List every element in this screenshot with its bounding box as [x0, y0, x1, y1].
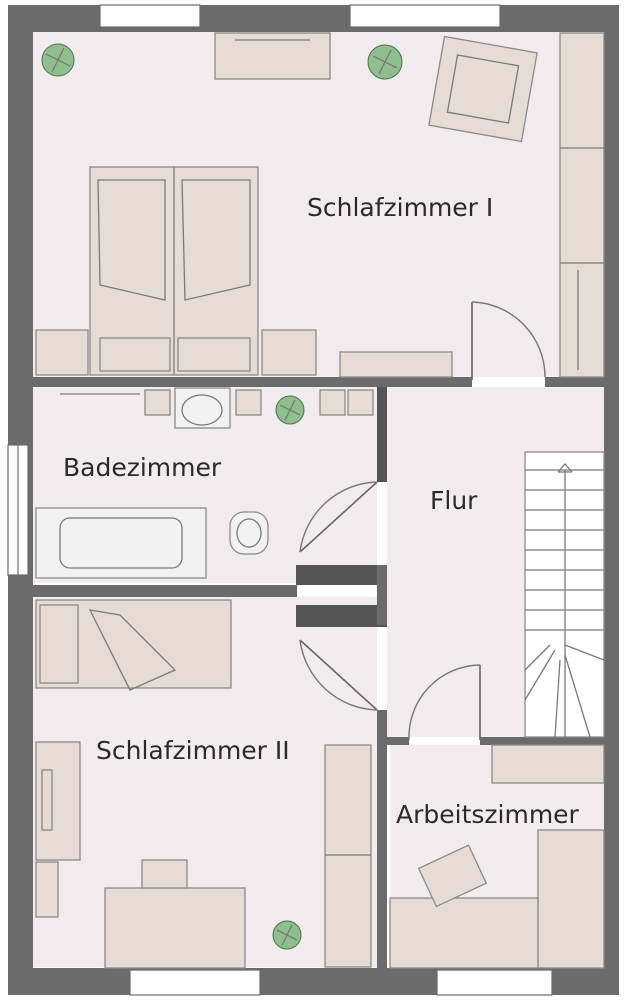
furniture-badezimmer	[35, 387, 374, 579]
toilet	[229, 511, 269, 555]
room-label-schlafzimmer-2: Schlafzimmer II	[96, 736, 290, 765]
arrow-up-icon	[557, 463, 573, 473]
armchair	[428, 35, 538, 143]
plant-icon	[275, 395, 305, 425]
furniture-schlafzimmer-1	[35, 32, 605, 378]
doors	[299, 301, 546, 741]
plant-icon	[41, 43, 75, 77]
room-label-arbeitszimmer: Arbeitszimmer	[396, 800, 580, 829]
window-bottom-right	[436, 969, 553, 996]
furniture-schlafzimmer-2	[35, 599, 372, 969]
cabinet-left	[35, 861, 59, 918]
window-bottom-left	[129, 969, 261, 996]
plant-icon	[367, 44, 403, 80]
window-top-right	[349, 4, 501, 28]
wardrobe	[559, 32, 605, 378]
office-chair	[417, 844, 488, 908]
low-cabinet	[339, 351, 453, 378]
pillow-left	[99, 337, 171, 372]
dresser	[214, 32, 331, 80]
interior-walls	[32, 377, 605, 968]
window-top-left	[99, 4, 201, 28]
door-badezimmer	[299, 481, 378, 553]
work-desk	[389, 897, 539, 969]
room-label-schlafzimmer-1: Schlafzimmer I	[307, 193, 493, 222]
room-label-flur: Flur	[430, 486, 478, 515]
plant-icon	[272, 920, 302, 950]
sideboard	[491, 744, 605, 784]
desk	[104, 887, 246, 969]
staircase	[524, 451, 605, 738]
pillow-right	[177, 337, 251, 372]
furniture-arbeitszimmer	[389, 744, 605, 969]
door-schlafzimmer-1	[471, 301, 546, 380]
room-label-badezimmer: Badezimmer	[63, 453, 222, 482]
nightstand-left	[35, 329, 89, 376]
wardrobe-right	[324, 744, 372, 968]
windows	[7, 4, 553, 996]
desk-chair	[141, 859, 188, 889]
door-schlafzimmer-2	[299, 639, 378, 711]
cabinet-right	[537, 829, 605, 969]
door-arbeitszimmer	[408, 664, 481, 741]
nightstand-right	[261, 329, 317, 376]
